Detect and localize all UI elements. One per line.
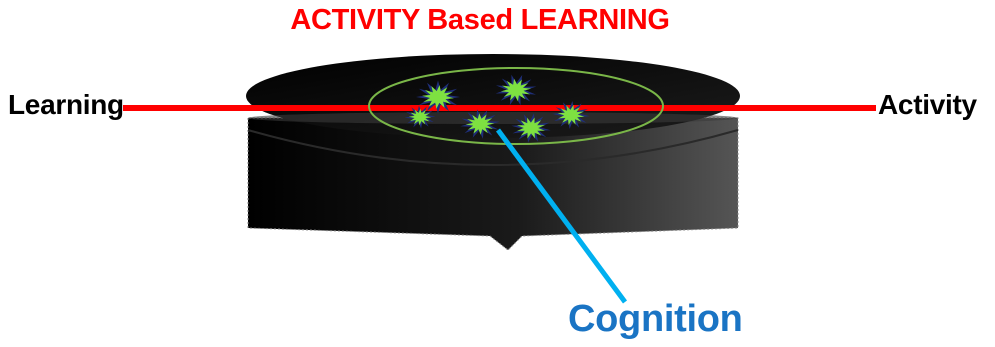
learning-label: Learning (8, 89, 124, 120)
activity-label: Activity (878, 89, 977, 120)
cognition-label: Cognition (568, 298, 743, 340)
star-burst-icon (465, 113, 495, 135)
callout-line (495, 128, 628, 304)
star-burst-icon (422, 85, 454, 109)
disc-body (247, 117, 739, 251)
disc-top-edge (248, 112, 738, 124)
star-burst-icon (408, 108, 432, 126)
cognition-ellipse (368, 67, 664, 145)
disc-top (246, 54, 740, 138)
star-burst-icon (517, 117, 545, 139)
disc-rim (247, 129, 739, 166)
diagram-title: ACTIVITY Based LEARNING (290, 4, 670, 36)
star-burst-icon (500, 78, 532, 102)
star-burst-icon (557, 105, 585, 125)
